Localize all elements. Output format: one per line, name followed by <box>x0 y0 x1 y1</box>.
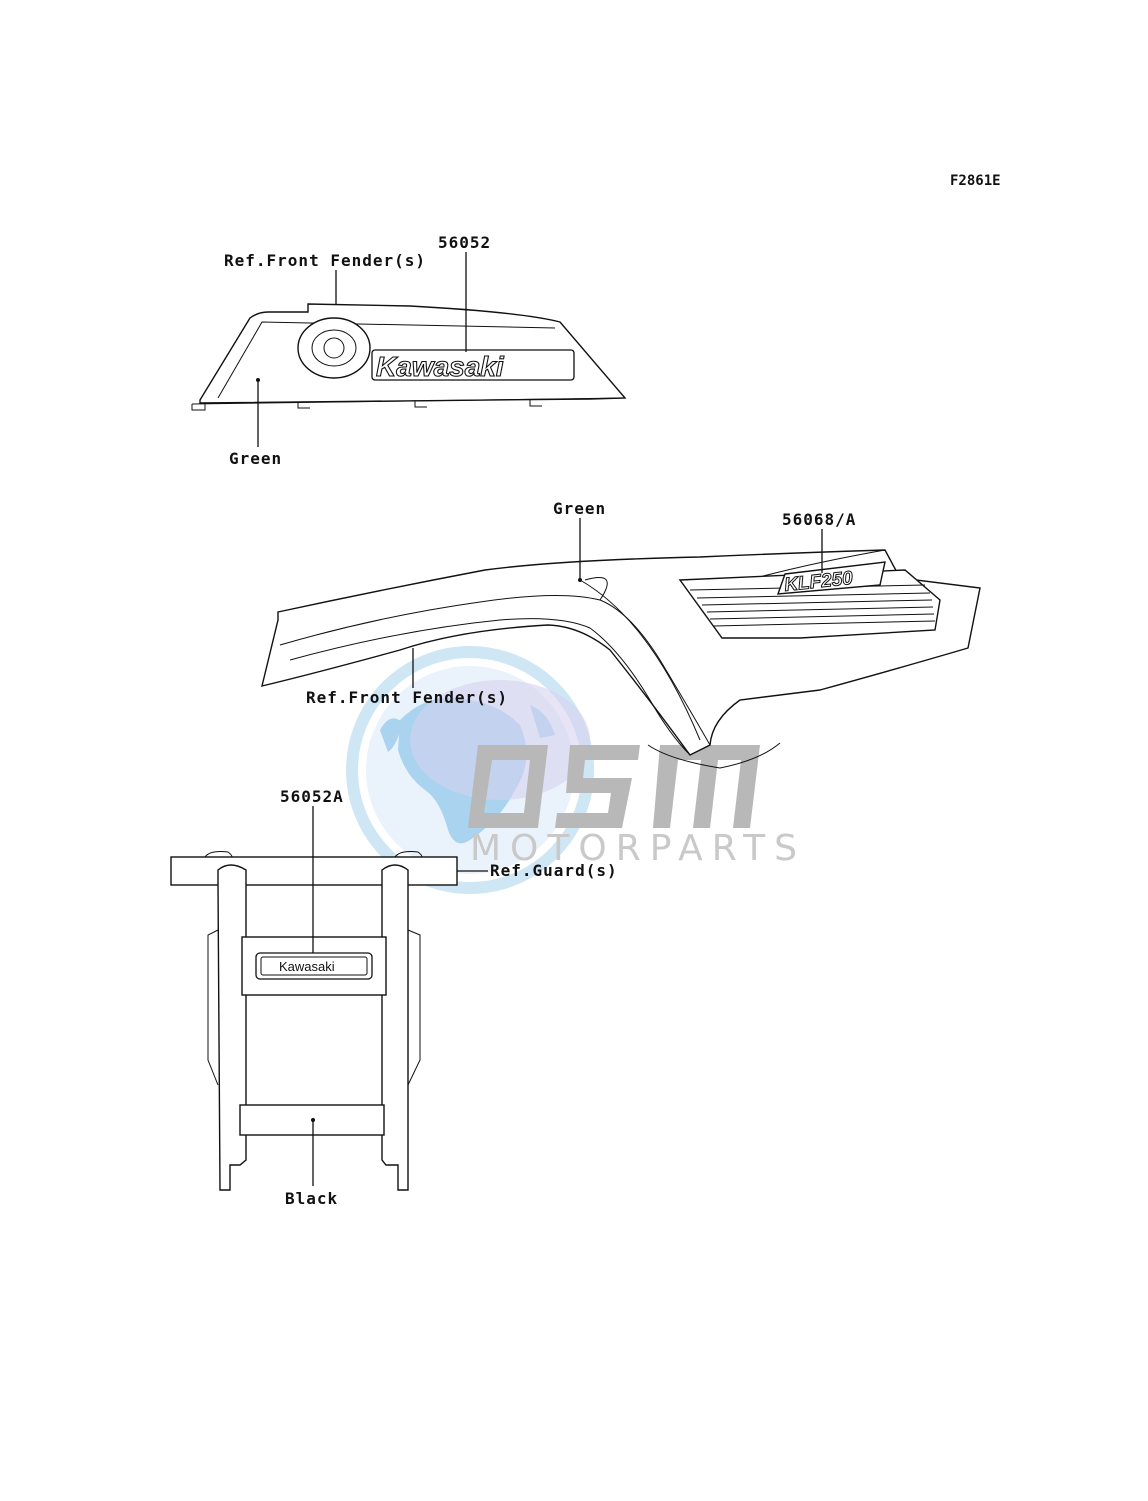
decal-3-group: Kawasaki 56052A Ref.Guard(s) Black <box>170 787 618 1208</box>
decal-1-color-label: Green <box>229 449 282 468</box>
figure-code: F2861E <box>950 173 1001 189</box>
decal-2-color-label: Green <box>553 499 606 518</box>
watermark-brand-letters <box>468 745 760 828</box>
watermark-globe-ring <box>346 646 594 894</box>
watermark-swoosh <box>410 680 590 800</box>
decal-2-arch-outer <box>279 594 711 746</box>
decal-1-tabs <box>191 400 542 411</box>
decal-3-guard-right-post <box>381 864 409 1191</box>
decal-3-part-number: 56052A <box>280 787 344 806</box>
decal-2-tire-edge <box>647 742 781 769</box>
decal-1-inner-line <box>217 321 556 399</box>
decal-2-sweep-line <box>579 579 701 741</box>
decal-2-arch-inner <box>289 618 691 756</box>
decal-1-logo-text: Kawasaki <box>376 351 505 382</box>
decal-1-group: Kawasaki 56052 Ref.Front Fender(s) Green <box>191 233 627 468</box>
decal-3-logo: Kawasaki <box>255 952 373 980</box>
decal-3-guard-right-flange <box>407 929 421 1086</box>
decal-1-ref-label: Ref.Front Fender(s) <box>224 251 426 270</box>
watermark: MOTORPARTS <box>346 646 806 894</box>
decal-3-logo-text: Kawasaki <box>279 959 335 974</box>
decal-3-guard-left-flange <box>207 929 219 1086</box>
decal-1-part-number: 56052 <box>438 233 491 252</box>
decal-2-ref-label: Ref.Front Fender(s) <box>306 688 508 707</box>
decal-3-guard-left-post <box>217 864 247 1191</box>
decal-3-color-label: Black <box>285 1189 338 1208</box>
watermark-tagline: MOTORPARTS <box>470 828 806 869</box>
decal-1-logo: Kawasaki <box>371 349 575 383</box>
decal-2-group: KLF250 Green 56068/A Ref.Front Fender(s) <box>261 499 981 769</box>
decal-3-guard-top-bar <box>170 856 458 886</box>
decal-1-emblem <box>297 317 371 379</box>
decal-1-bottom-edge <box>191 397 626 405</box>
decal-3-ref-label: Ref.Guard(s) <box>490 861 618 880</box>
decal-2-part-number: 56068/A <box>782 510 856 529</box>
